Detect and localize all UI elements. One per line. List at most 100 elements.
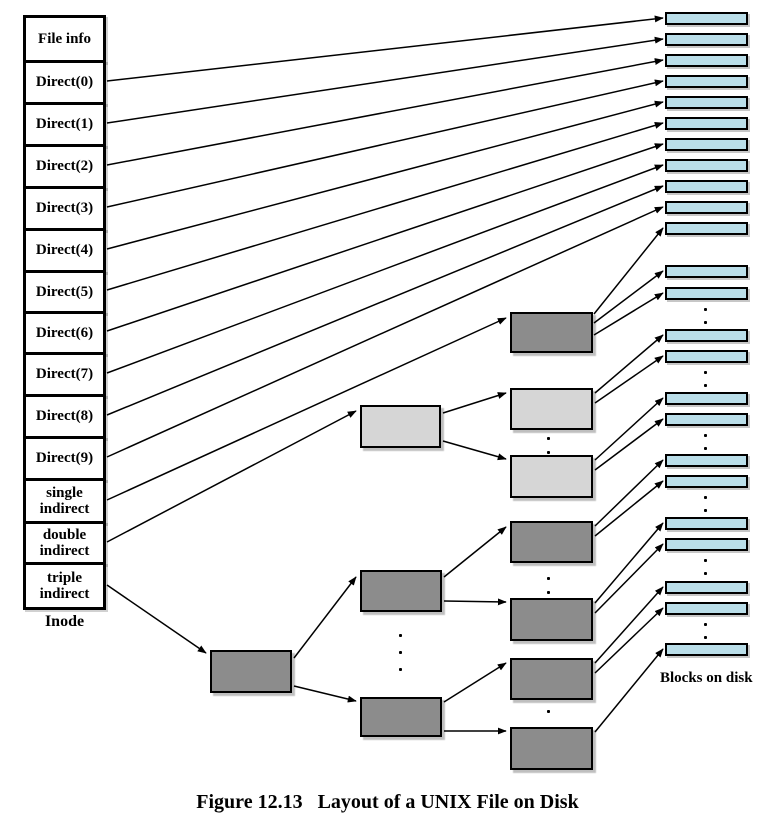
ellipsis-dot: [704, 572, 707, 575]
ellipsis-dot: [704, 384, 707, 387]
pointer-arrow: [594, 480, 664, 537]
pointer-arrow: [594, 459, 664, 527]
triple-indirect-l3d-block: [510, 727, 593, 770]
ellipsis-dot: [704, 636, 707, 639]
triple-indirect-l3b-block: [510, 598, 593, 641]
pointer-arrow: [442, 392, 507, 414]
pointer-arrow: [106, 317, 507, 501]
figure-caption: Figure 12.13 Layout of a UNIX File on Di…: [196, 791, 579, 813]
disk-block-7: [665, 159, 748, 172]
disk-block-23: [665, 643, 748, 656]
inode-cell-direct-7-: Direct(7): [23, 352, 106, 397]
disk-block-18: [665, 475, 748, 488]
disk-block-1: [665, 33, 748, 46]
disk-block-10: [665, 222, 748, 235]
pointer-arrow: [594, 586, 664, 664]
ellipsis-dot: [704, 559, 707, 562]
double-indirect-l2a-block: [510, 388, 593, 430]
double-indirect-l2b-block: [510, 455, 593, 498]
disk-block-21: [665, 581, 748, 594]
pointer-arrow: [106, 410, 357, 543]
disk-block-5: [665, 117, 748, 130]
pointer-arrow: [593, 270, 664, 324]
pointer-arrow: [594, 355, 664, 404]
blocks-on-disk-caption: Blocks on disk: [660, 670, 753, 686]
triple-indirect-l1-block: [210, 650, 292, 693]
ellipsis-dot: [704, 447, 707, 450]
pointer-arrow: [106, 15, 664, 82]
pointer-arrow: [593, 292, 664, 336]
disk-block-16: [665, 413, 748, 426]
pointer-arrow: [442, 440, 507, 461]
pointer-arrow: [293, 685, 357, 703]
ellipsis-dot: [547, 591, 550, 594]
inode-cell-direct-6-: Direct(6): [23, 311, 106, 355]
inode-cell-direct-1-: Direct(1): [23, 102, 106, 147]
pointer-arrow: [106, 36, 664, 124]
disk-block-6: [665, 138, 748, 151]
inode-cell-single-indirect: single indirect: [23, 478, 106, 524]
pointer-arrow: [443, 598, 507, 606]
pointer-arrow: [106, 100, 664, 250]
pointer-arrow: [594, 543, 664, 614]
disk-block-22: [665, 602, 748, 615]
pointer-arrow: [106, 185, 664, 416]
disk-block-20: [665, 538, 748, 551]
triple-indirect-l3a-block: [510, 521, 593, 563]
inode-cell-double-indirect: double indirect: [23, 521, 106, 565]
triple-indirect-l2b-block: [360, 697, 442, 737]
single-indirect-index-block: [510, 312, 593, 353]
ellipsis-dot: [704, 434, 707, 437]
disk-block-15: [665, 392, 748, 405]
inode-cell-direct-2-: Direct(2): [23, 144, 106, 189]
double-indirect-l1-block: [360, 405, 441, 448]
disk-block-12: [665, 287, 748, 300]
disk-block-9: [665, 201, 748, 214]
pointer-arrow: [443, 662, 507, 703]
inode-cell-triple-indirect: triple indirect: [23, 562, 106, 610]
triple-indirect-l2a-block: [360, 570, 442, 612]
inode-cell-direct-8-: Direct(8): [23, 394, 106, 439]
pointer-arrow: [106, 122, 664, 291]
disk-block-19: [665, 517, 748, 530]
pointer-arrow: [106, 79, 664, 208]
pointer-arrow: [594, 397, 664, 461]
pointer-arrow: [594, 648, 664, 733]
ellipsis-dot: [704, 321, 707, 324]
inode-caption: Inode: [44, 613, 85, 630]
inode-cell-direct-0-: Direct(0): [23, 60, 106, 105]
pointer-arrow: [443, 526, 507, 578]
ellipsis-dot: [704, 623, 707, 626]
disk-block-8: [665, 180, 748, 193]
pointer-arrow: [593, 227, 664, 315]
pointer-arrow: [594, 418, 664, 471]
disk-block-2: [665, 54, 748, 67]
ellipsis-dot: [547, 577, 550, 580]
ellipsis-dot: [704, 371, 707, 374]
ellipsis-dot: [547, 437, 550, 440]
inode-cell-file-info: File info: [23, 15, 106, 63]
pointer-arrow: [594, 607, 664, 674]
inode-cell-direct-4-: Direct(4): [23, 228, 106, 273]
ellipsis-dot: [399, 668, 402, 671]
pointer-arrow: [594, 334, 664, 394]
inode-cell-direct-5-: Direct(5): [23, 270, 106, 314]
ellipsis-dot: [399, 651, 402, 654]
pointer-arrow: [106, 143, 664, 332]
disk-block-17: [665, 454, 748, 467]
disk-block-11: [665, 265, 748, 278]
ellipsis-dot: [704, 509, 707, 512]
pointer-arrow: [293, 576, 357, 659]
pointer-arrow: [106, 584, 207, 654]
disk-block-0: [665, 12, 748, 25]
triple-indirect-l3c-block: [510, 658, 593, 700]
disk-block-4: [665, 96, 748, 109]
inode-cell-direct-3-: Direct(3): [23, 186, 106, 231]
disk-block-13: [665, 329, 748, 342]
disk-block-14: [665, 350, 748, 363]
disk-block-3: [665, 75, 748, 88]
pointer-arrow: [594, 522, 664, 604]
pointer-arrow: [106, 58, 664, 166]
ellipsis-dot: [399, 634, 402, 637]
